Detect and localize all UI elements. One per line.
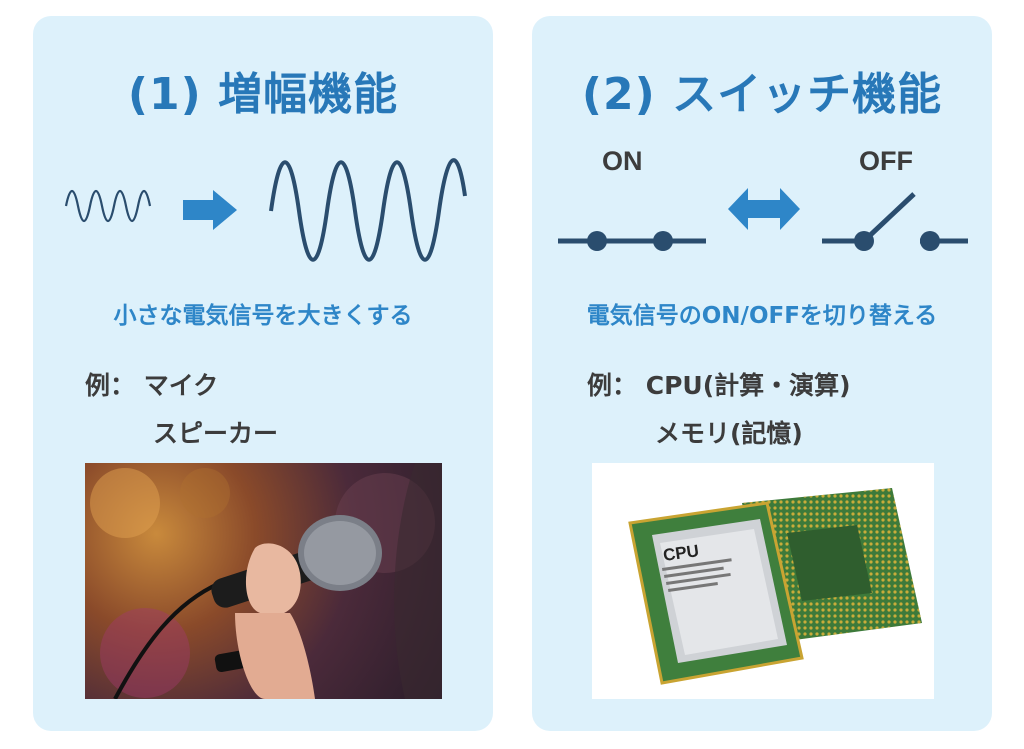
example-prefix: 例： <box>587 371 638 400</box>
amplification-panel: (1) 増幅機能 小さな電気信号を大きくする 例： マイク スピーカー <box>33 16 493 731</box>
cpu-chip-label: CPU <box>662 541 700 565</box>
switching-description: 電気信号のON/OFFを切り替える <box>586 303 938 329</box>
microphone-photo <box>85 463 442 699</box>
example-cpu: CPU(計算・演算) <box>645 371 851 400</box>
small-wave-icon <box>64 189 152 223</box>
on-label: ON <box>602 146 643 176</box>
switching-panel: (2) スイッチ機能 ON OFF 電気信号のON/OFFを切り替える 例： C… <box>532 16 992 731</box>
amplification-description: 小さな電気信号を大きくする <box>113 303 413 329</box>
amplification-title: (1) 増幅機能 <box>127 69 399 120</box>
off-label: OFF <box>859 146 913 176</box>
example-speaker: スピーカー <box>153 419 279 448</box>
bidirectional-arrow-icon <box>728 188 800 230</box>
cpu-chip-icon: CPU <box>628 488 922 685</box>
example-microphone: マイク <box>143 371 219 400</box>
arrow-right-icon <box>183 190 237 230</box>
cpu-photo: CPU <box>592 463 934 699</box>
example-prefix: 例： <box>85 371 136 400</box>
amplification-examples: 例： マイク スピーカー <box>85 362 278 458</box>
switching-examples: 例： CPU(計算・演算) メモリ(記憶) <box>587 362 851 458</box>
microphone-icon <box>90 463 442 699</box>
switch-off-icon <box>822 192 968 251</box>
switch-on-icon <box>558 231 706 251</box>
large-wave-icon <box>269 158 467 262</box>
switching-title: (2) スイッチ機能 <box>581 69 943 120</box>
example-memory: メモリ(記憶) <box>655 419 803 448</box>
